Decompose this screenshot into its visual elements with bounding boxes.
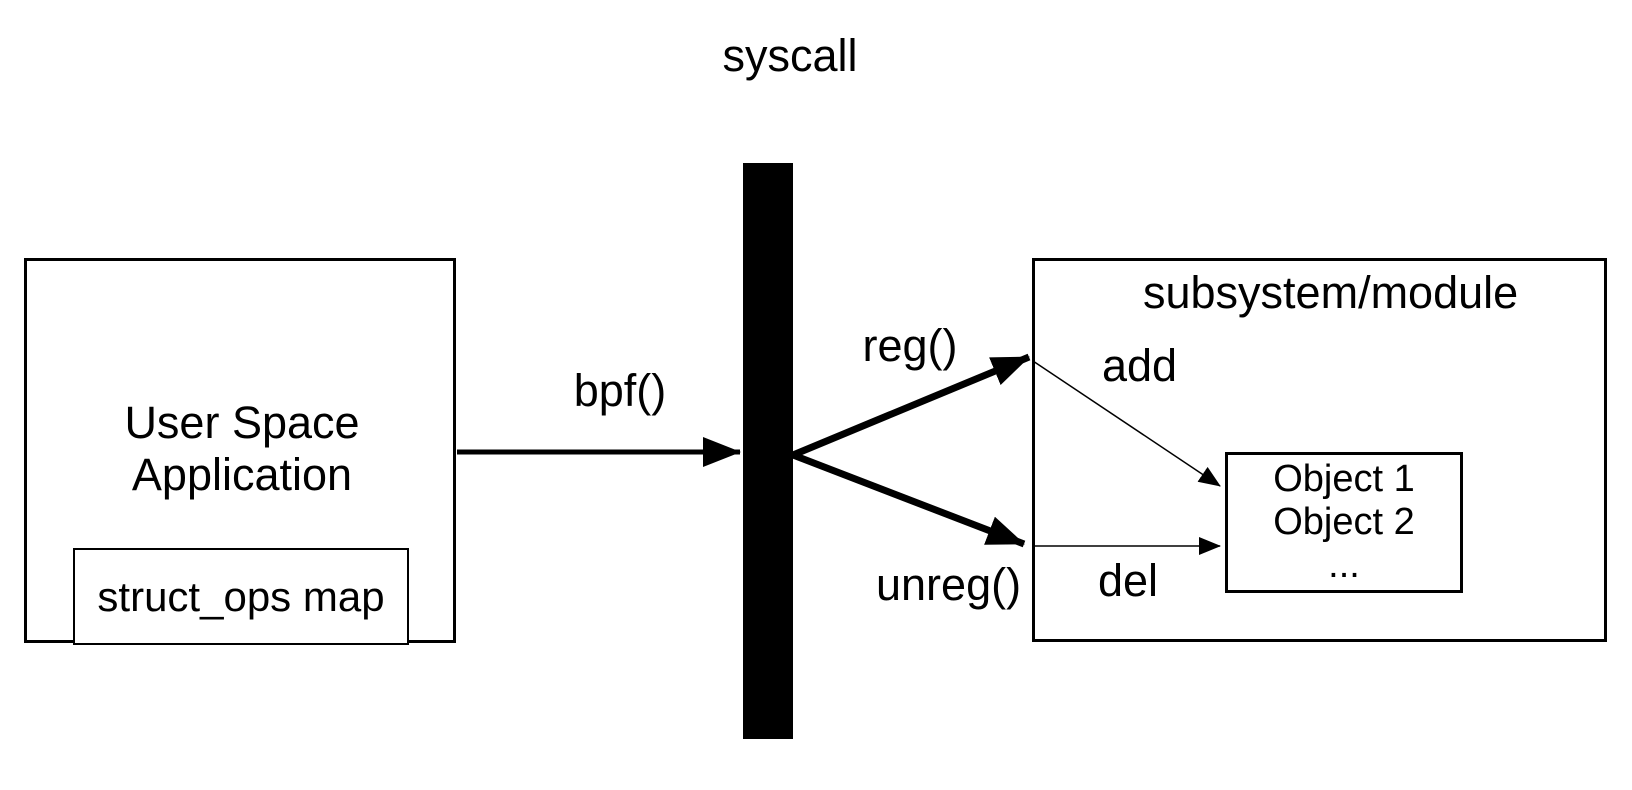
bpf-arrow-label: bpf() <box>573 365 667 416</box>
unreg-arrow <box>791 451 1026 548</box>
user-space-title: User Space Application <box>124 397 360 500</box>
syscall-boundary-bar <box>743 163 793 739</box>
object-box: Object 1 Object 2 ... <box>1225 452 1463 593</box>
unreg-arrow-label: unreg() <box>876 559 1022 610</box>
subsystem-title: subsystem/module <box>1143 267 1519 318</box>
syscall-label: syscall <box>722 30 858 81</box>
reg-arrow <box>791 353 1031 459</box>
object-box-line-1: Object 1 <box>1273 458 1415 500</box>
del-label: del <box>1098 555 1159 606</box>
reg-arrow-label: reg() <box>862 320 958 371</box>
struct-ops-map-label: struct_ops map <box>97 572 385 620</box>
object-box-line-2: Object 2 <box>1273 501 1415 543</box>
add-label: add <box>1102 340 1178 391</box>
struct-ops-map-box: struct_ops map <box>73 548 409 645</box>
object-box-line-3: ... <box>1328 544 1360 586</box>
